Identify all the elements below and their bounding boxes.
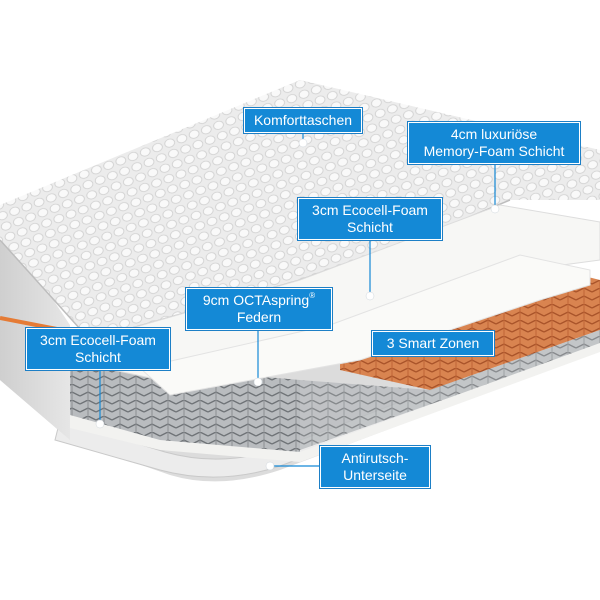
- dot-icon: [365, 291, 375, 301]
- memory-foam-inner: [138, 254, 591, 396]
- label-komforttaschen: Komforttaschen: [243, 107, 363, 134]
- dot-icon: [95, 419, 105, 429]
- label-octa-text: 9cm OCTAspring: [202, 292, 310, 308]
- label-octaspring: 9cm OCTAspring® Federn: [185, 287, 333, 331]
- label-antirutsch-line2: Unterseite: [343, 467, 407, 483]
- label-antirutsch-line1: Antirutsch-: [341, 450, 409, 466]
- label-ecocell-left: 3cm Ecocell-Foam Schicht: [25, 327, 171, 371]
- dot-icon: [265, 461, 275, 471]
- label-octa-line2: Federn: [236, 309, 282, 325]
- label-octa-line1: 9cm OCTAspring®: [194, 292, 324, 309]
- dot-icon: [298, 138, 308, 148]
- label-smart-zonen: 3 Smart Zonen: [371, 330, 495, 357]
- spring-core-gray-right: [300, 330, 600, 450]
- label-memory-foam: 4cm luxuriöse Memory-Foam Schicht: [407, 121, 581, 165]
- memory-foam-layer: [89, 204, 600, 381]
- label-memory-line1: 4cm luxuriöse: [450, 126, 538, 142]
- label-memory-line2: Memory-Foam Schicht: [423, 143, 565, 159]
- label-ecocell-left-line2: Schicht: [75, 349, 121, 365]
- label-ecocell-top-line1: 3cm Ecocell-Foam: [312, 202, 428, 218]
- label-zones-text: 3 Smart Zonen: [386, 335, 480, 351]
- label-komforttaschen-text: Komforttaschen: [253, 112, 353, 128]
- label-ecocell-top-line2: Schicht: [347, 219, 393, 235]
- label-ecocell-top: 3cm Ecocell-Foam Schicht: [297, 197, 443, 241]
- dot-icon: [490, 204, 500, 214]
- dot-icon: [253, 377, 263, 387]
- label-octa-registered: ®: [309, 291, 316, 301]
- label-ecocell-left-line1: 3cm Ecocell-Foam: [40, 332, 156, 348]
- label-antirutsch: Antirutsch- Unterseite: [319, 445, 431, 489]
